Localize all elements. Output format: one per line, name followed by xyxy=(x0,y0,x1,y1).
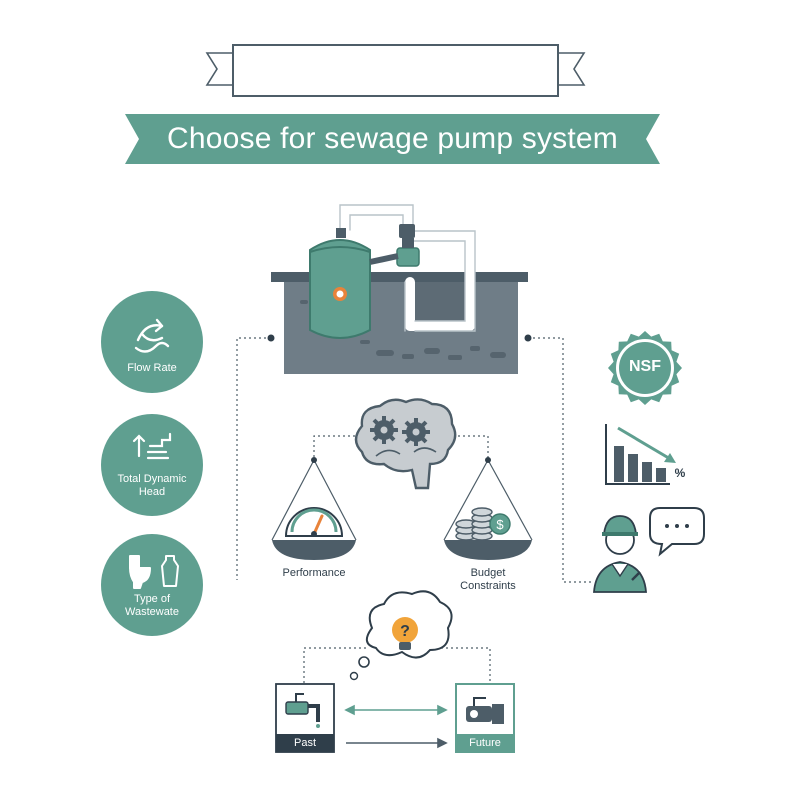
lightbulb-icon: ? xyxy=(392,617,418,650)
svg-text:$: $ xyxy=(496,517,504,532)
connector-dot xyxy=(524,334,532,342)
svg-text:?: ? xyxy=(400,623,410,640)
budget-scale: $ xyxy=(443,457,533,560)
performance-scale xyxy=(271,457,357,560)
water-wave-icon xyxy=(134,318,170,353)
title-ribbon xyxy=(125,114,660,164)
engineer-icon xyxy=(593,515,647,593)
sewage-pump-illustration xyxy=(271,204,528,374)
declining-cost-chart-icon xyxy=(605,424,676,485)
modern-pump-icon xyxy=(466,697,504,724)
total-dynamic-head-circle xyxy=(101,414,203,516)
connector-lines xyxy=(236,337,592,684)
nsf-certification-badge xyxy=(608,331,682,405)
wastewater-type-circle xyxy=(101,534,203,636)
speedometer-icon xyxy=(284,507,344,537)
brain-gears-icon xyxy=(354,398,457,490)
wastewater-type-label: Type of Wastewate xyxy=(124,593,179,618)
past-label: Past xyxy=(293,737,316,749)
nsf-badge-text: NSF xyxy=(629,358,661,375)
total-dynamic-head-label: Total Dynamic Head xyxy=(117,473,187,498)
future-box xyxy=(455,683,515,753)
page-title: Choose for sewage pump system xyxy=(166,122,618,155)
past-future-arrows xyxy=(344,704,448,749)
coins-icon: $ xyxy=(455,507,511,541)
percent-symbol: % xyxy=(674,466,686,480)
future-label: Future xyxy=(469,737,501,749)
blank-ribbon-banner xyxy=(205,44,586,97)
toilet-bottle-icon xyxy=(129,555,179,589)
thought-bubble-icon: ? xyxy=(349,590,453,681)
flow-rate-label: Flow Rate xyxy=(127,362,177,374)
connector-dot xyxy=(267,334,275,342)
past-box xyxy=(275,683,335,753)
flow-rate-circle xyxy=(101,291,203,393)
budget-constraints-label: Budget Constraints xyxy=(460,567,516,592)
speech-bubble-icon xyxy=(649,507,705,557)
performance-label: Performance xyxy=(282,567,346,579)
height-stairs-icon xyxy=(132,432,172,460)
old-faucet-icon xyxy=(285,693,320,728)
